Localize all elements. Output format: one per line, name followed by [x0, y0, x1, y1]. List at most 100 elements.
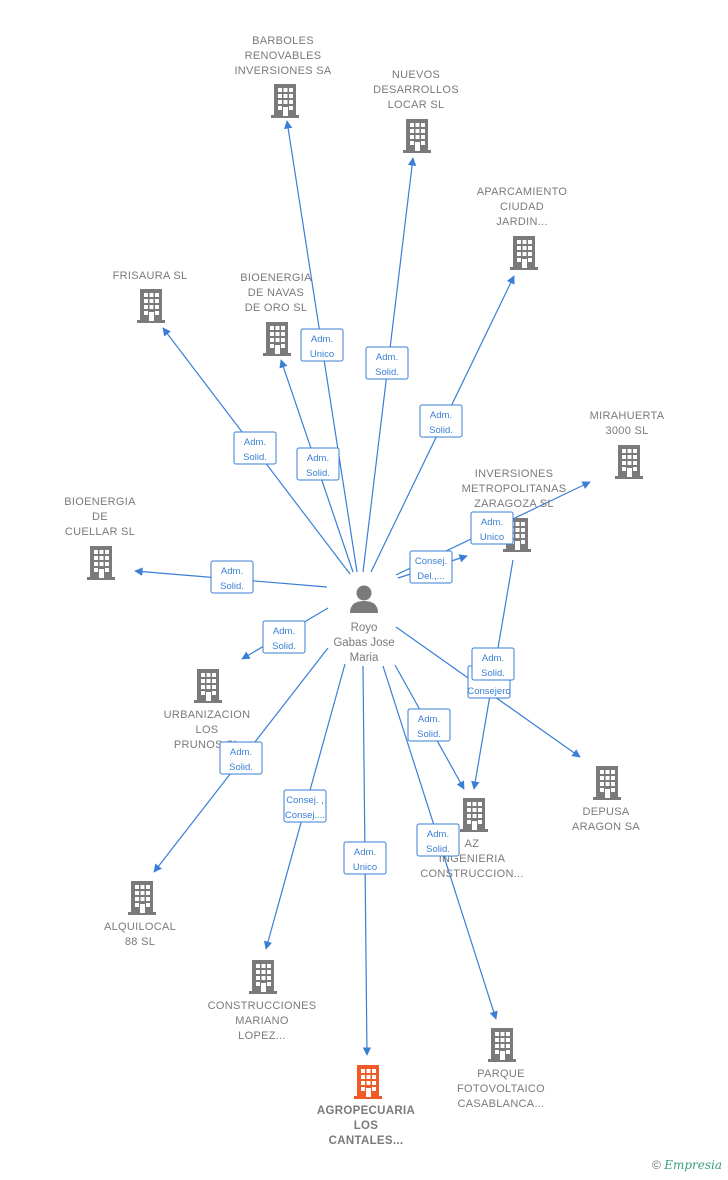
relation-label-alquilocal[interactable]: Adm.Solid.	[219, 741, 263, 775]
company-node-inversiones[interactable]: INVERSIONES METROPOLITANAS ZARAGOZA SL	[462, 468, 567, 552]
company-name-line: AGROPECUARIA	[317, 1105, 415, 1117]
relation-label-line: Unico	[310, 349, 334, 360]
building-icon	[249, 960, 277, 994]
relation-label-agropecuaria[interactable]: Adm.Unico	[343, 841, 387, 875]
relation-label-line: Adm.	[311, 334, 333, 345]
company-node-aparcamiento[interactable]: APARCAMIENTO CIUDAD JARDIN...	[477, 186, 568, 270]
company-name-line: 88 SL	[125, 936, 155, 948]
company-node-agropecuaria[interactable]: AGROPECUARIA LOS CANTALES...	[317, 1065, 415, 1147]
company-name-line: LOS	[354, 1120, 379, 1132]
building-icon	[137, 289, 165, 323]
company-name-line: AZ	[465, 838, 480, 850]
building-icon	[488, 1028, 516, 1062]
building-icon	[460, 798, 488, 832]
person-name-line-1: Royo	[351, 622, 378, 634]
relation-label-urbanizacion[interactable]: Adm. Solid.	[262, 620, 306, 654]
relation-label-line: Solid.	[243, 452, 267, 463]
relation-label-az-secondary[interactable]: Adm. Solid.	[407, 708, 451, 742]
company-name-line: RENOVABLES	[245, 50, 322, 62]
person-name-line-3: Maria	[350, 652, 379, 664]
company-name-line: BARBOLES	[252, 35, 314, 47]
relation-label-line: Consej. ,	[286, 795, 324, 806]
company-name-line: ARAGON SA	[572, 821, 640, 833]
relation-label-construcciones[interactable]: Consej. , Consej....	[283, 789, 327, 823]
relation-label-line: Solid.	[220, 581, 244, 592]
person-node[interactable]: Royo Gabas Jose Maria	[333, 585, 395, 665]
relation-label-barboles[interactable]: Adm. Unico	[300, 328, 344, 362]
relation-label-line: Consejero	[467, 686, 510, 697]
relation-label-line: Adm.	[221, 566, 243, 577]
company-name-line: DESARROLLOS	[373, 84, 459, 96]
company-name-line: CANTALES...	[329, 1135, 404, 1147]
company-node-barboles[interactable]: BARBOLES RENOVABLES INVERSIONES SA	[234, 35, 332, 118]
company-name-line: DE NAVAS	[248, 287, 304, 299]
company-node-parque[interactable]: PARQUEFOTOVOLTAICOCASABLANCA...	[457, 1028, 545, 1110]
company-name-line: JARDIN...	[496, 216, 548, 228]
building-icon	[403, 119, 431, 153]
relation-label-line: Solid.	[481, 668, 505, 679]
person-icon	[350, 585, 378, 613]
company-name-line: BIOENERGIA	[240, 272, 312, 284]
company-name-line: INVERSIONES	[475, 468, 554, 480]
brand-logo-text[interactable]: Empresia	[664, 1158, 722, 1172]
relation-label-line: Del.,...	[417, 571, 444, 582]
building-icon	[271, 84, 299, 118]
company-name-line: DE	[92, 511, 108, 523]
company-node-construcciones[interactable]: CONSTRUCCIONESMARIANOLOPEZ...	[208, 960, 317, 1042]
company-node-az[interactable]: AZINGENIERIACONSTRUCCION...	[420, 798, 524, 880]
relation-label-line: Solid.	[306, 468, 330, 479]
company-name-line: DE ORO SL	[245, 302, 308, 314]
company-node-navas[interactable]: BIOENERGIA DE NAVAS DE ORO SL	[240, 272, 312, 356]
relation-label-line: Adm.	[376, 352, 398, 363]
company-name-line: CONSTRUCCIONES	[208, 1000, 317, 1012]
company-name-line: METROPOLITANAS	[462, 483, 567, 495]
company-name-line: URBANIZACION	[164, 709, 251, 721]
building-icon	[510, 236, 538, 270]
company-name-line: APARCAMIENTO	[477, 186, 568, 198]
company-node-frisaura[interactable]: FRISAURA SL	[113, 270, 188, 323]
relation-label-line: Consej....	[285, 810, 325, 821]
company-name-line: ZARAGOZA SL	[474, 498, 554, 510]
relation-label-line: Unico	[480, 532, 504, 543]
company-name-line: FRISAURA SL	[113, 270, 188, 282]
company-name-line: INVERSIONES SA	[234, 65, 331, 77]
relation-label-line: Adm.	[418, 714, 440, 725]
relation-label-line: Adm.	[427, 829, 449, 840]
building-icon	[354, 1065, 382, 1099]
footer-credit: © Empresia	[652, 1158, 722, 1172]
relation-label-mirahuerta[interactable]: Adm.Unico	[470, 511, 514, 545]
relation-label-inversiones[interactable]: Consej. Del.,...	[409, 550, 453, 584]
relation-label-line: Adm.	[354, 847, 376, 858]
company-name-line: LOCAR SL	[388, 99, 445, 111]
relation-label-line: Solid.	[429, 425, 453, 436]
copyright-symbol: ©	[652, 1158, 661, 1172]
company-name-line: BIOENERGIA	[64, 496, 136, 508]
company-name-line: ALQUILOCAL	[104, 921, 176, 933]
building-icon	[615, 445, 643, 479]
relation-label-line: Adm.	[307, 453, 329, 464]
relation-label-cuellar[interactable]: Adm. Solid.	[210, 560, 254, 594]
relation-label-line: Consej.	[415, 556, 447, 567]
relation-label-navas[interactable]: Adm. Solid.	[296, 447, 340, 481]
company-name-line: 3000 SL	[605, 425, 648, 437]
company-name-line: CIUDAD	[500, 201, 544, 213]
relation-label-frisaura[interactable]: Adm.Solid.	[233, 431, 277, 465]
relation-label-line: Solid.	[417, 729, 441, 740]
company-name-line: LOS	[196, 724, 219, 736]
relation-label-aparcamiento[interactable]: Adm.Solid.	[419, 404, 463, 438]
building-icon	[593, 766, 621, 800]
relation-label-line: Adm.	[273, 626, 295, 637]
relation-label-line: Adm.	[482, 653, 504, 664]
relation-label-az[interactable]: Adm. Solid.	[471, 647, 515, 681]
relation-label-line: Solid.	[272, 641, 296, 652]
relation-label-nuevos[interactable]: Adm.Solid.	[365, 346, 409, 380]
company-name-line: FOTOVOLTAICO	[457, 1083, 545, 1095]
relation-label-parque[interactable]: Adm.Solid.	[416, 823, 460, 857]
company-node-alquilocal[interactable]: ALQUILOCAL 88 SL	[104, 881, 176, 948]
building-icon	[87, 546, 115, 580]
